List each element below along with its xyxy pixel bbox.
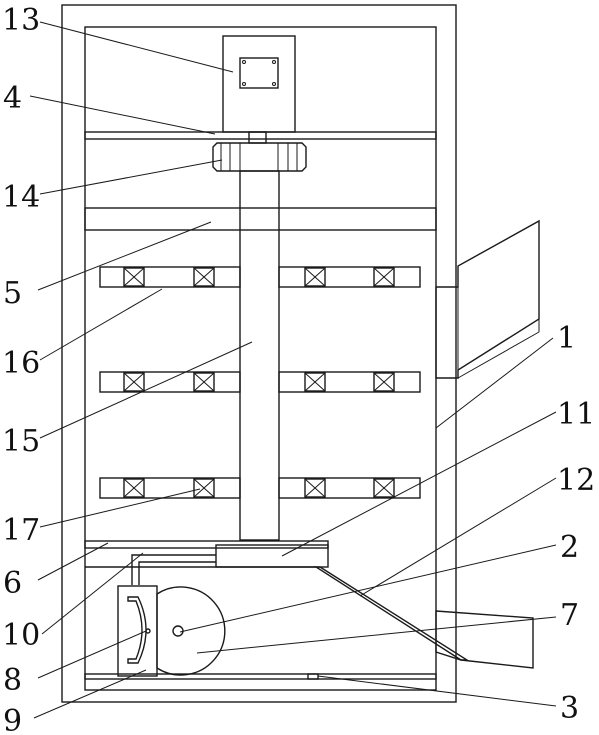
nameplate-screw: [242, 60, 246, 64]
drain-marker: [307, 673, 319, 680]
sloped-guide-plate: [313, 566, 470, 661]
part-label-2: 2: [560, 530, 579, 565]
pump-mount-bolt: [145, 628, 151, 634]
part-label-8: 8: [3, 663, 22, 698]
part-label-17: 17: [2, 513, 40, 548]
part-label-14: 14: [2, 180, 40, 215]
leader-line-10: [41, 552, 144, 635]
stirring-blade: [123, 478, 145, 498]
motor-nameplate: [239, 57, 279, 89]
mounting-plate: [84, 131, 437, 140]
part-label-3: 3: [560, 691, 579, 726]
nameplate-screw: [272, 82, 276, 86]
motor-box: [222, 35, 296, 133]
leader-line-11: [281, 411, 557, 557]
connecting-pipe: [138, 561, 216, 585]
part-label-6: 6: [3, 566, 22, 601]
leader-line-15: [39, 341, 253, 439]
stirring-blade: [304, 478, 326, 498]
stirring-blade: [304, 372, 326, 392]
connecting-pipe: [131, 554, 216, 585]
part-label-9: 9: [3, 704, 22, 735]
leader-line-12: [359, 477, 557, 597]
part-label-13: 13: [2, 3, 40, 38]
nameplate-screw: [272, 60, 276, 64]
part-label-5: 5: [3, 276, 22, 311]
stirring-arm-left: [99, 266, 241, 288]
stirring-blade: [373, 478, 395, 498]
pump-axle: [172, 625, 184, 637]
drive-gear: [212, 142, 307, 172]
leader-line-4: [29, 95, 216, 135]
stirring-blade: [123, 372, 145, 392]
leader-line-16: [39, 288, 163, 361]
leader-line-8: [37, 630, 147, 679]
nameplate-screw: [242, 82, 246, 86]
pump-clamp: [127, 596, 147, 664]
stirring-arm-right: [278, 266, 421, 288]
partition-plate: [84, 207, 437, 231]
stirring-blade: [373, 372, 395, 392]
part-label-7: 7: [560, 598, 579, 633]
stirring-blade: [373, 267, 395, 287]
part-label-10: 10: [2, 618, 40, 653]
leader-line-7: [196, 616, 557, 654]
leader-line-9: [33, 669, 147, 719]
stirring-blade: [193, 478, 215, 498]
pump-disc: [156, 586, 226, 676]
stirring-blade: [304, 267, 326, 287]
stirring-blade: [193, 372, 215, 392]
part-label-4: 4: [3, 81, 22, 116]
leader-line-13: [39, 21, 234, 73]
part-label-15: 15: [2, 424, 40, 459]
inner-chamber: [84, 26, 437, 691]
motor-coupling: [248, 131, 267, 144]
part-label-12: 12: [557, 463, 595, 498]
part-label-16: 16: [2, 346, 40, 381]
bottom-plate: [84, 673, 437, 680]
feed-inlet-chute: [435, 219, 540, 379]
leader-line-17: [39, 488, 201, 528]
leader-line-5: [37, 221, 212, 291]
stirring-blade: [193, 267, 215, 287]
stirring-arm-left: [99, 371, 241, 393]
part-label-1: 1: [557, 321, 576, 356]
feed-inlet-line: [457, 331, 540, 379]
leader-line-2: [179, 544, 557, 633]
discharge-outlet-chute: [435, 610, 534, 669]
stirring-arm-right: [278, 477, 421, 499]
leader-line-14: [39, 159, 223, 195]
part-label-11: 11: [557, 397, 595, 432]
outer-housing: [61, 4, 457, 703]
leader-line-6: [37, 542, 109, 581]
leader-line-1: [435, 337, 554, 429]
stirring-arm-left: [99, 477, 241, 499]
stirring-arm-right: [278, 371, 421, 393]
main-shaft: [239, 170, 280, 541]
leader-line-3: [317, 675, 557, 707]
stirring-blade: [123, 267, 145, 287]
